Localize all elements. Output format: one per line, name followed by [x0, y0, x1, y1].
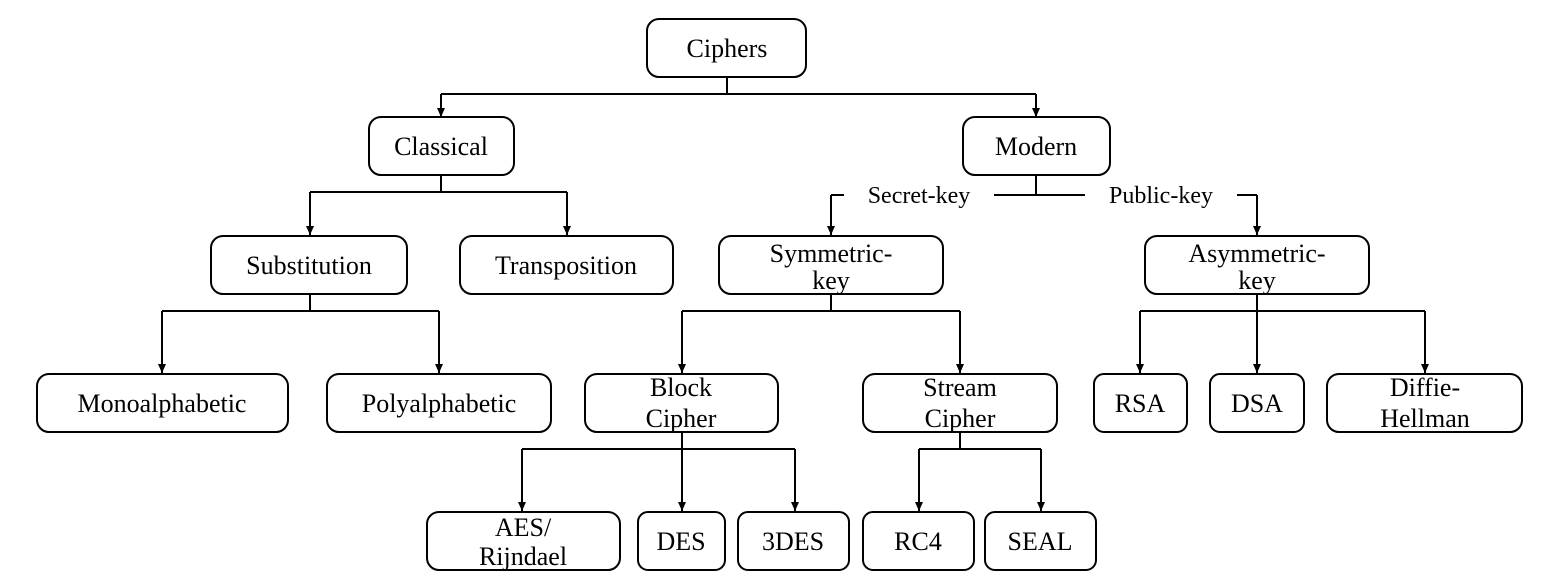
node-rc4: RC4 [862, 511, 975, 571]
edge-labels: Secret-key Public-key [844, 181, 1237, 209]
node-substitution: Substitution [210, 235, 408, 295]
node-classical: Classical [368, 116, 515, 176]
node-label-line1: Block [650, 373, 712, 402]
node-label-line1: Diffie- [1390, 373, 1460, 402]
node-label-line1: Asymmetric- [1188, 239, 1325, 268]
node-asymmetric-key: Asymmetric- key [1144, 235, 1370, 295]
node-label: Transposition [495, 251, 637, 280]
node-label: RSA [1115, 389, 1166, 418]
node-block-cipher: Block Cipher [584, 373, 779, 433]
node-label-line2: Cipher [646, 404, 717, 433]
node-seal: SEAL [984, 511, 1097, 571]
node-label: Substitution [246, 251, 372, 280]
node-polyalphabetic: Polyalphabetic [326, 373, 552, 433]
node-label: Classical [394, 132, 488, 161]
node-label: 3DES [762, 527, 824, 556]
node-label-line2: Rijndael [479, 542, 567, 571]
secret-key-label: Secret-key [868, 183, 971, 209]
node-monoalphabetic: Monoalphabetic [36, 373, 289, 433]
node-label-line2: key [1238, 266, 1276, 295]
node-label: Monoalphabetic [78, 389, 247, 418]
node-rsa: RSA [1093, 373, 1188, 433]
label-background [844, 181, 994, 209]
node-label: Modern [995, 132, 1077, 161]
node-dsa: DSA [1209, 373, 1305, 433]
node-label: Ciphers [687, 34, 768, 63]
node-3des: 3DES [737, 511, 850, 571]
node-ciphers: Ciphers [646, 18, 807, 78]
node-label: Polyalphabetic [362, 389, 517, 418]
node-stream-cipher: Stream Cipher [862, 373, 1058, 433]
node-label-line2: Cipher [925, 404, 996, 433]
node-des: DES [637, 511, 726, 571]
node-label: SEAL [1008, 527, 1073, 556]
node-label: RC4 [894, 527, 942, 556]
node-diffie-hellman: Diffie- Hellman [1326, 373, 1523, 433]
connectors [158, 77, 1429, 511]
node-symmetric-key: Symmetric- key [718, 235, 944, 295]
node-aes-rijndael: AES/ Rijndael [426, 511, 621, 571]
node-modern: Modern [962, 116, 1111, 176]
node-label: DES [656, 527, 705, 556]
node-label-line1: Symmetric- [770, 239, 893, 268]
node-transposition: Transposition [459, 235, 674, 295]
node-label-line2: Hellman [1380, 404, 1470, 433]
node-label: DSA [1231, 389, 1283, 418]
node-label-line1: Stream [923, 373, 997, 402]
public-key-label: Public-key [1109, 183, 1213, 209]
node-label-line2: key [812, 266, 850, 295]
node-label-line1: AES/ [495, 513, 552, 542]
label-background [1085, 181, 1237, 209]
